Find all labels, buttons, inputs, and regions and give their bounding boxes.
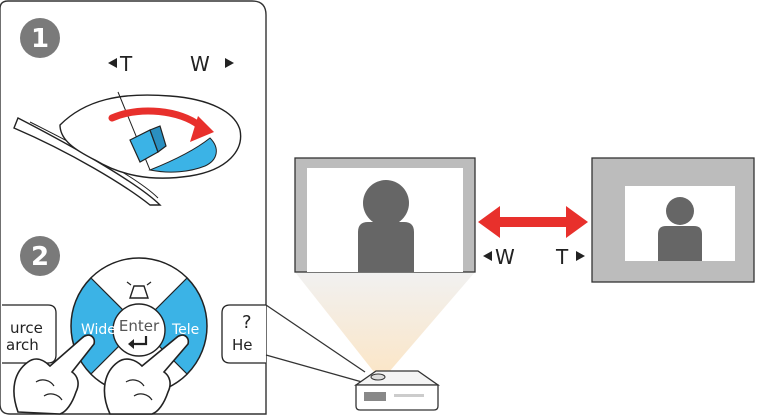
right-triangle-icon [225, 58, 234, 68]
help-text: He [232, 336, 253, 354]
step-1-number: 1 [31, 24, 49, 54]
zoom-direction-labels: T W [108, 52, 234, 76]
help-question-icon: ? [242, 312, 252, 333]
step-1-badge: 1 [20, 18, 60, 58]
tele-key-label: Tele [171, 322, 199, 338]
rotate-arrow-icon [190, 116, 214, 142]
help-button: ? He [221, 304, 266, 364]
right-triangle-icon [576, 251, 585, 261]
step-2-number: 2 [31, 242, 49, 272]
source-search-button: urce arch [2, 304, 57, 364]
zoom-ring-illustration [13, 91, 242, 206]
projection-beam [295, 272, 475, 372]
person-silhouette-head-small [666, 197, 694, 225]
pointing-hand-right-icon [103, 334, 190, 415]
left-triangle-icon [483, 251, 492, 261]
step-2-badge: 2 [20, 236, 60, 276]
wide-key-label: Wide [81, 322, 116, 338]
source-search-text-bottom: arch [6, 336, 39, 354]
double-arrow-icon [478, 206, 588, 238]
callout-lines [265, 304, 366, 383]
projection-tele-label: T [555, 245, 569, 269]
enter-button [112, 303, 166, 357]
projection-wide-label: W [495, 245, 515, 269]
person-silhouette-body [358, 222, 414, 272]
left-triangle-icon [108, 58, 117, 68]
projector-icon [353, 370, 441, 411]
keystone-icon [126, 281, 152, 299]
wide-screen-image [294, 157, 476, 273]
tele-label: T [119, 52, 133, 76]
enter-return-icon [132, 336, 148, 346]
projection-zoom-labels: W T [483, 245, 585, 269]
source-search-text-top: urce [10, 319, 43, 337]
person-silhouette-body-small [658, 226, 702, 261]
wide-label: W [190, 52, 210, 76]
person-silhouette-head [363, 180, 409, 226]
tele-screen-image [591, 157, 755, 283]
pointing-hand-left-icon [13, 334, 96, 415]
enter-label: Enter [119, 317, 160, 335]
